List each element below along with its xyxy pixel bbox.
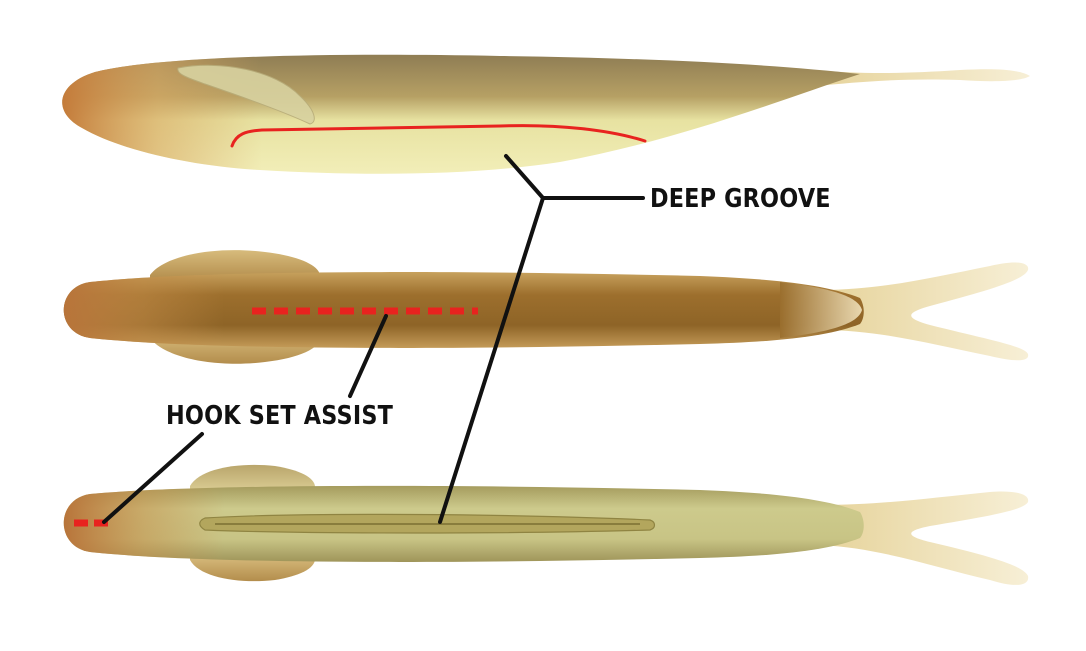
bottom-fin-lower [190,556,316,582]
hook-set-leader-top [348,314,388,398]
side-groove-highlight [230,124,647,148]
top-view [63,250,1029,364]
side-tail [815,69,1030,86]
top-tail [820,262,1029,361]
deep-groove-label: DEEP GROOVE [650,184,831,214]
side-view [62,54,1030,174]
hook-set-leader-bottom [102,432,204,524]
callout-lines [102,154,645,524]
bottom-view [63,464,1029,585]
top-fin-upper [150,250,320,280]
hook-set-assist-label: HOOK SET ASSIST [166,401,394,431]
bottom-fin-upper [190,464,316,490]
deep-groove-leader-bottom [438,196,545,524]
bottom-tail [820,491,1029,585]
side-pectoral-fin [177,64,315,125]
